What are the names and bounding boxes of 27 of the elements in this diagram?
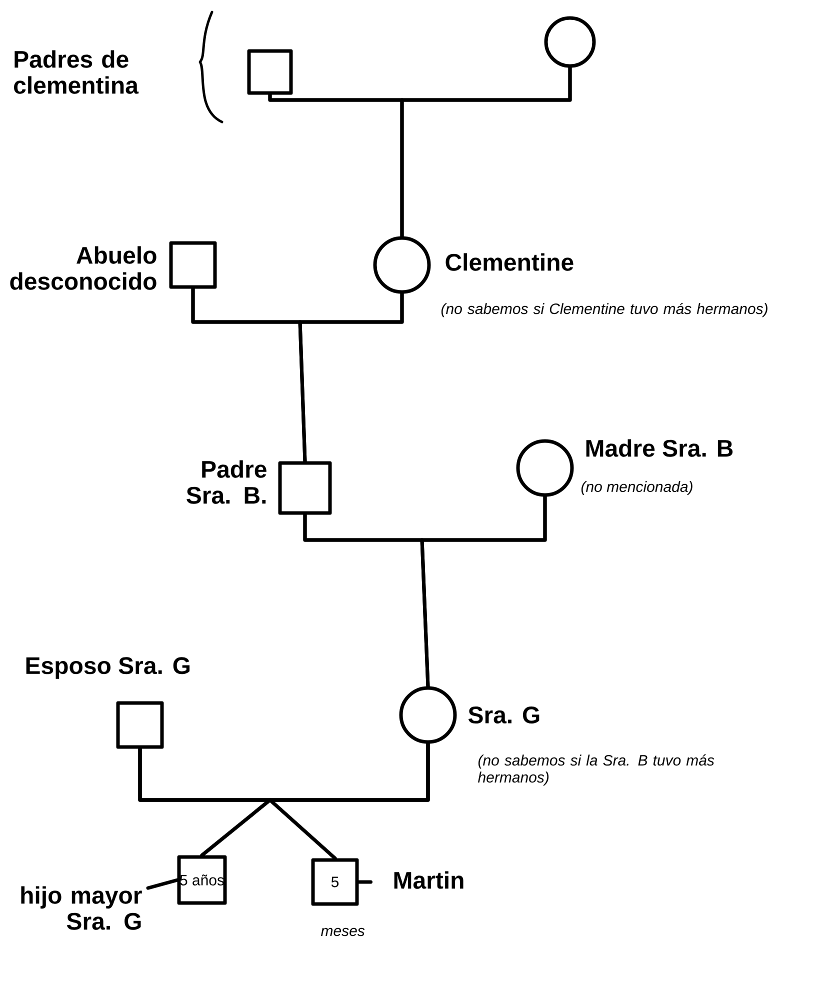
male-square: 5 años [177, 855, 227, 905]
name-label: Esposo Sra. G [26, 657, 190, 679]
male-square [247, 49, 293, 95]
name-label: hijo mayor Sra. G [21, 886, 142, 930]
note-text: (no sabemos si la Sra. B tuvo más hermanos) [478, 754, 714, 786]
male-square [116, 701, 164, 749]
female-circle [373, 236, 431, 294]
name-label: Padre Sra. B. [186, 460, 266, 504]
name-label: Clementine [446, 253, 574, 271]
male-square [169, 241, 217, 289]
male-square: 5 [311, 858, 359, 906]
note-text: (no mencionada) [581, 481, 692, 495]
family-line [400, 66, 572, 238]
note-text: meses [321, 928, 365, 936]
male-square [278, 461, 332, 515]
name-label: Abuelo desconocido [10, 246, 156, 290]
female-circle [544, 16, 596, 68]
family-line [298, 292, 404, 463]
name-label: Madre Sra. B [586, 439, 733, 457]
name-label: Martin [394, 871, 464, 889]
family-line [420, 495, 547, 688]
note-text: (no sabemos si Clementine tuvo más hermanos) [441, 302, 768, 318]
family-line [268, 742, 430, 860]
name-label: Sra. G [468, 706, 540, 724]
female-circle [516, 439, 574, 497]
group-label: Padres de clementina [14, 50, 139, 94]
female-circle [399, 686, 457, 744]
